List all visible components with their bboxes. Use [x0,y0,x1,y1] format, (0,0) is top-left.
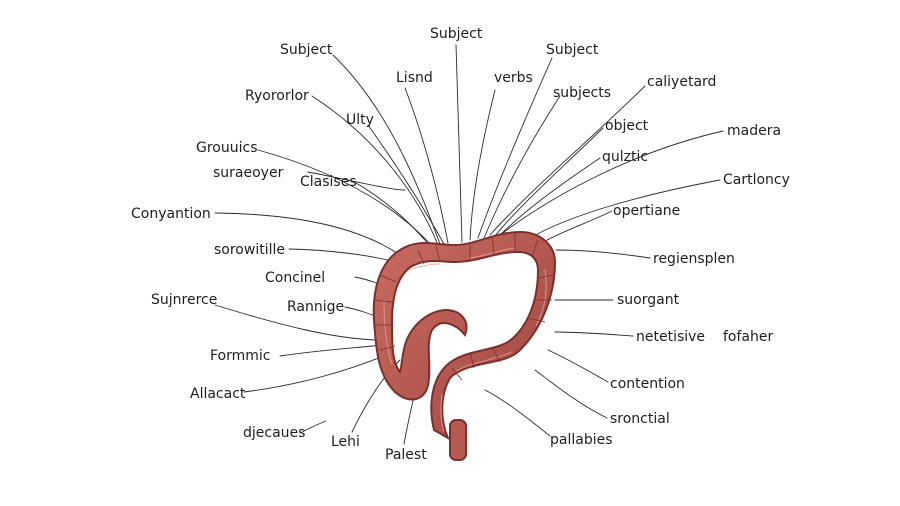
leader-line [288,248,396,263]
leader-line [547,349,609,383]
leader-line [455,44,463,243]
label-suraeoyer: suraeoyer [213,165,284,181]
leader-line [497,157,601,238]
label-lisnd: Lisnd [396,70,433,86]
leader-line [489,85,646,236]
leader-line [494,127,604,237]
leader-line [404,87,449,244]
label-qulztic: qulztic [602,149,648,165]
label-ulty: Ulty [346,112,374,128]
label-sorowitille: sorowitille [214,242,285,258]
label-allacact: Allacact [190,386,246,402]
leader-line [243,354,387,393]
leader-line [555,249,651,259]
rectum [449,419,467,461]
label-concinel: Concinel [265,270,325,286]
label-sronctial: sronctial [610,411,670,427]
label-cartloncy: Cartloncy [723,172,790,188]
label-ryororlor: Ryororlor [245,88,309,104]
colon-illustration [372,230,557,461]
leader-line [311,95,439,246]
label-grouuics: Grouuics [196,140,258,156]
label-djecaues: djecaues [243,425,305,441]
leader-line [554,331,634,337]
label-subject-top-center: Subject [430,26,483,42]
leader-line [257,149,433,247]
label-regiensplen: regiensplen [653,251,735,267]
label-contention: contention [610,376,685,392]
label-subjects: subjects [553,85,611,101]
label-subject-top-right: Subject [546,42,599,58]
label-palest: Palest [385,447,427,463]
leader-line [469,89,496,241]
leader-line [279,344,383,357]
label-suorgant: suorgant [617,292,680,308]
label-sujnrerce: Sujnrerce [151,292,217,308]
label-conyantion: Conyantion [131,206,211,222]
leader-line [529,179,721,239]
leader-line [355,182,431,247]
leader-line [307,171,406,191]
label-madera: madera [727,123,781,139]
leader-line [483,95,561,239]
label-rannige: Rannige [287,299,344,315]
labels: Subject Subject Subject Lisnd verbs Ryor… [131,26,790,463]
label-caliyetard: caliyetard [647,74,716,90]
label-pallabies: pallabies [550,432,613,448]
leader-line [534,369,608,419]
label-clasises: Clasises [300,174,357,190]
leader-line [367,124,445,245]
label-opertiane: opertiane [613,203,680,219]
label-formmic: Formmic [210,348,271,364]
label-subject-top-left: Subject [280,42,333,58]
leader-line [301,420,327,433]
label-verbs: verbs [494,70,533,86]
label-lehi: Lehi [331,434,360,450]
colon-body [372,230,557,441]
leader-line [484,389,551,437]
label-netetisive: netetisive [636,329,705,345]
leader-line [499,130,724,236]
label-object: object [605,118,649,134]
leader-line [214,304,376,341]
leader-line [214,212,401,256]
leader-line [477,57,553,239]
label-fofaher: fofaher [723,329,773,345]
